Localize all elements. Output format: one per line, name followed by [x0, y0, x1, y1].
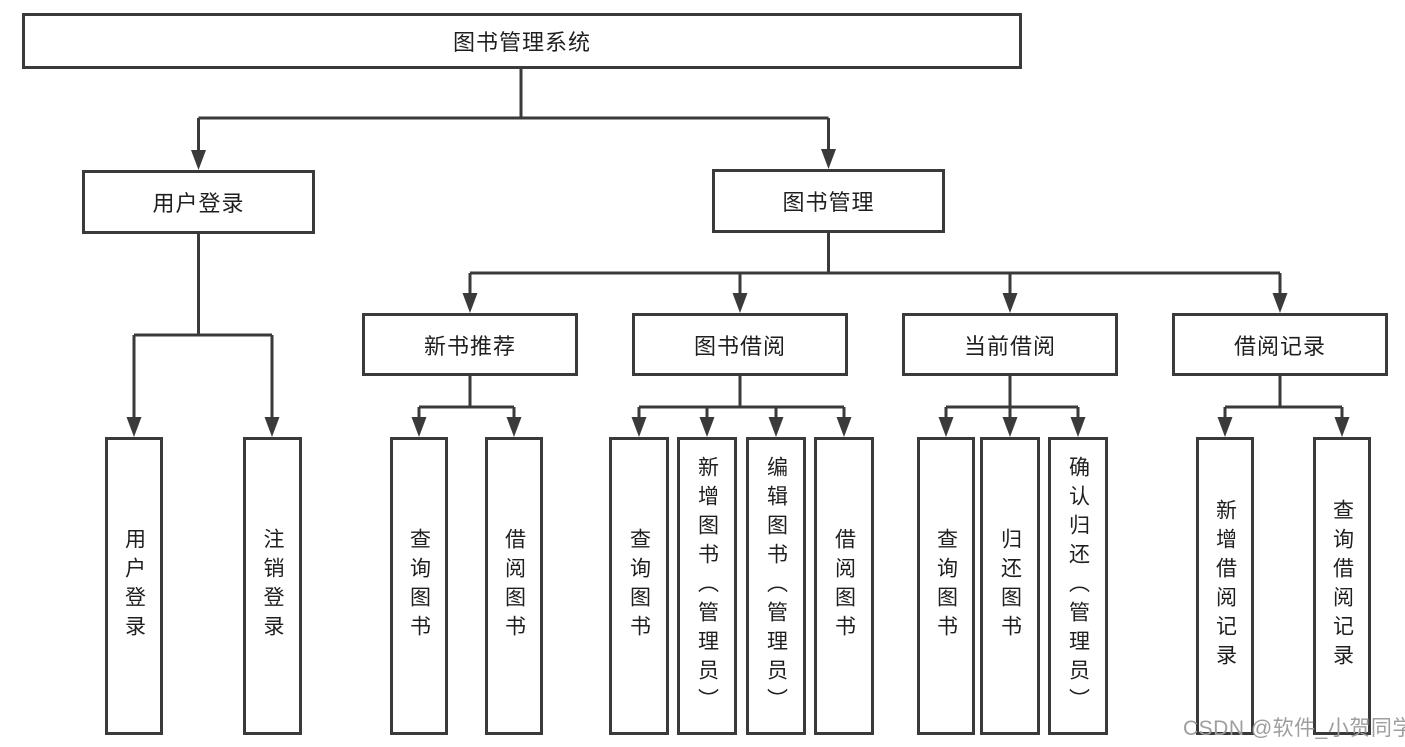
leaf-confirm-return-admin: 确认归还（管理员）: [1048, 437, 1108, 735]
leaf-borrow-books: 借阅图书: [814, 437, 874, 735]
leaf-query-books-current: 查询图书: [917, 437, 975, 735]
leaf-logout-login: 注销登录: [243, 437, 302, 735]
node-borrow-records: 借阅记录: [1172, 313, 1388, 376]
node-label: 查询借阅记录: [1330, 499, 1354, 673]
node-label: 借阅图书: [502, 528, 526, 644]
node-label: 新增图书（管理员）: [695, 455, 719, 717]
leaf-add-book-admin: 新增图书（管理员）: [677, 437, 737, 735]
node-new-book-recommend: 新书推荐: [362, 313, 578, 376]
leaf-edit-book-admin: 编辑图书（管理员）: [746, 437, 806, 735]
node-label: 查询图书: [627, 528, 651, 644]
node-library-management-system: 图书管理系统: [22, 13, 1022, 69]
node-label: 新增借阅记录: [1213, 499, 1237, 673]
leaf-add-borrow-record: 新增借阅记录: [1196, 437, 1254, 735]
node-label: 当前借阅: [963, 333, 1056, 359]
leaf-query-books-recommend: 查询图书: [390, 437, 448, 735]
node-label: 图书管理: [782, 190, 875, 215]
node-label: 用户登录: [122, 528, 146, 644]
node-label: 借阅图书: [832, 528, 856, 644]
leaf-return-book: 归还图书: [980, 437, 1040, 735]
node-label: 用户登录: [152, 191, 245, 216]
node-book-borrow: 图书借阅: [632, 313, 848, 376]
node-label: 图书管理系统: [452, 30, 591, 55]
node-label: 查询图书: [934, 528, 958, 644]
node-label: 图书借阅: [693, 333, 786, 359]
leaf-query-books-borrow: 查询图书: [609, 437, 669, 735]
node-label: 查询图书: [407, 528, 431, 644]
node-user-login: 用户登录: [82, 170, 315, 234]
node-label: 确认归还（管理员）: [1066, 455, 1090, 717]
leaf-user-login: 用户登录: [105, 437, 163, 735]
node-current-borrow: 当前借阅: [902, 313, 1118, 376]
node-book-management: 图书管理: [712, 169, 945, 233]
node-label: 注销登录: [261, 528, 284, 644]
node-label: 归还图书: [998, 528, 1022, 644]
node-label: 新书推荐: [423, 333, 516, 359]
leaf-query-borrow-record: 查询借阅记录: [1313, 437, 1371, 735]
watermark: CSDN @软件_小贺同学: [1183, 717, 1405, 740]
node-label: 借阅记录: [1233, 333, 1326, 359]
leaf-borrow-books-recommend: 借阅图书: [485, 437, 543, 735]
node-label: 编辑图书（管理员）: [764, 455, 788, 717]
